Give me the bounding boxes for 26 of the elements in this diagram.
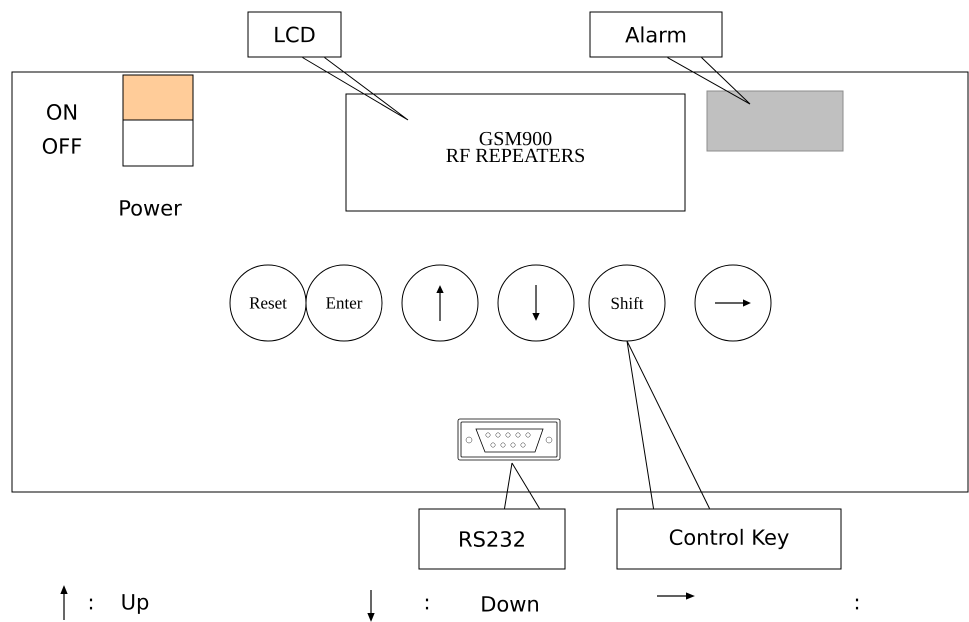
callout-box: Alarm: [590, 12, 722, 58]
callout-box: RS232: [418, 508, 566, 570]
display-screen: GSM900 RF REPEATERS: [346, 94, 686, 212]
key-button: Enter: [306, 264, 382, 342]
label-text: Down: [482, 596, 538, 612]
label-text: :: [90, 598, 92, 610]
panel-box: [12, 72, 968, 492]
callout-box: Control Key: [616, 508, 842, 570]
label-text: Up: [122, 594, 148, 614]
serial-port: [458, 418, 560, 460]
key-button: [402, 264, 478, 342]
key-button: Shift: [588, 264, 666, 342]
callout-pointer: [302, 57, 408, 120]
label-text: OFF: [42, 138, 82, 154]
key-button: Reset: [230, 264, 306, 342]
callout-pointer: [626, 340, 710, 509]
callout-pointer: [667, 57, 750, 104]
key-button: [694, 264, 772, 342]
label-text: :: [856, 598, 858, 610]
key-button: [498, 264, 574, 342]
label-text: :: [426, 598, 428, 610]
alarm-lamp: [706, 90, 844, 152]
callout-pointer: [504, 462, 540, 509]
label-text: ON: [47, 104, 76, 120]
label-text: Power: [120, 200, 182, 216]
callout-box: LCD: [248, 12, 342, 58]
